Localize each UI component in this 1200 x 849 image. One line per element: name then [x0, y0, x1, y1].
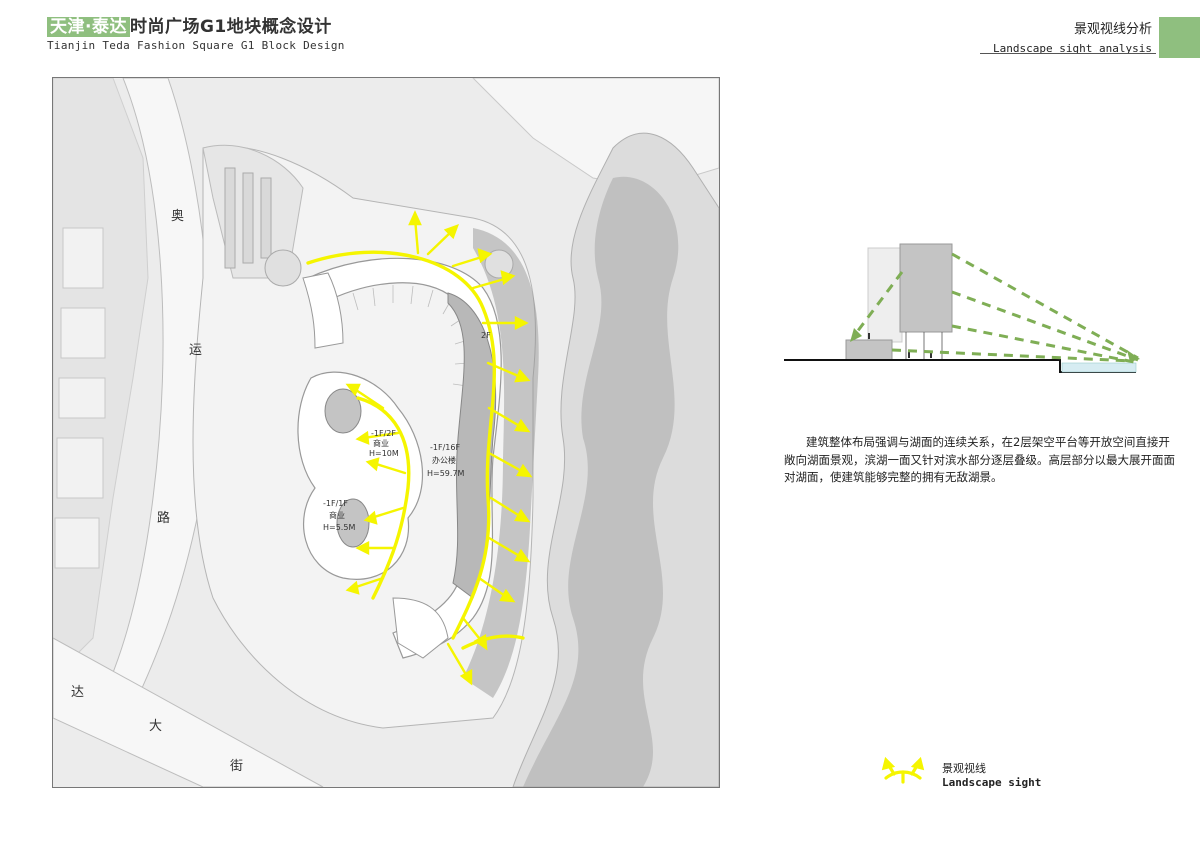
- retail-b-use: 商业: [329, 510, 345, 520]
- road-label-jie: 街: [230, 759, 243, 774]
- accent-tab: [1159, 17, 1200, 58]
- section-drawing: [784, 243, 1140, 373]
- legend-icon-wrap: [880, 756, 926, 788]
- office-height: H=59.7M: [427, 469, 465, 478]
- office-use: 办公楼: [432, 455, 456, 465]
- project-title-highlight: 天津·泰达: [47, 17, 130, 37]
- road-label-lu: 路: [157, 510, 170, 526]
- retail-b-height: H=5.5M: [323, 523, 355, 532]
- section-title-en: Landscape sight analysis: [993, 42, 1152, 55]
- retail-a-floors: -1F/2F: [371, 429, 396, 438]
- retail-a-height: H=10M: [369, 449, 399, 458]
- sight-arrows-icon: [881, 756, 925, 784]
- description-text: 建筑整体布局强调与湖面的连续关系，在2层架空平台等开放空间直接开敞向湖面景观，滨…: [784, 435, 1175, 484]
- office-floors: -1F/16F: [430, 443, 460, 452]
- retail-a-use: 商业: [373, 438, 389, 448]
- section-diagram: [784, 232, 1144, 386]
- legend-label-en: Landscape sight: [942, 776, 1042, 789]
- section-title-cn: 景观视线分析: [1073, 22, 1152, 37]
- retail-b-floors: -1F/1F: [323, 499, 348, 508]
- title-block: 天津·泰达时尚广场G1地块概念设计 Tianjin Teda Fashion S…: [47, 12, 345, 52]
- site-plan: 奥 运 路 达 大 街 -1F/16F 办公楼 H=59.7M -1F/2F 商…: [52, 77, 720, 788]
- section-header: 景观视线分析 Landscape sight analysis: [993, 18, 1152, 55]
- road-label-ao: 奥: [171, 209, 184, 224]
- road-label-yun: 运: [189, 343, 202, 358]
- project-title-en: Tianjin Teda Fashion Square G1 Block Des…: [47, 39, 345, 52]
- header-divider: [980, 53, 1156, 54]
- road-label-da1: 达: [71, 685, 84, 700]
- floor-tag: 2F: [481, 331, 491, 340]
- legend-label-cn: 景观视线: [942, 762, 986, 775]
- project-title: 天津·泰达时尚广场G1地块概念设计: [47, 12, 345, 37]
- road-label-da2: 大: [149, 719, 162, 734]
- site-plan-drawing: 奥 运 路 达 大 街 -1F/16F 办公楼 H=59.7M -1F/2F 商…: [53, 78, 719, 787]
- project-title-rest: 时尚广场G1地块概念设计: [129, 17, 332, 37]
